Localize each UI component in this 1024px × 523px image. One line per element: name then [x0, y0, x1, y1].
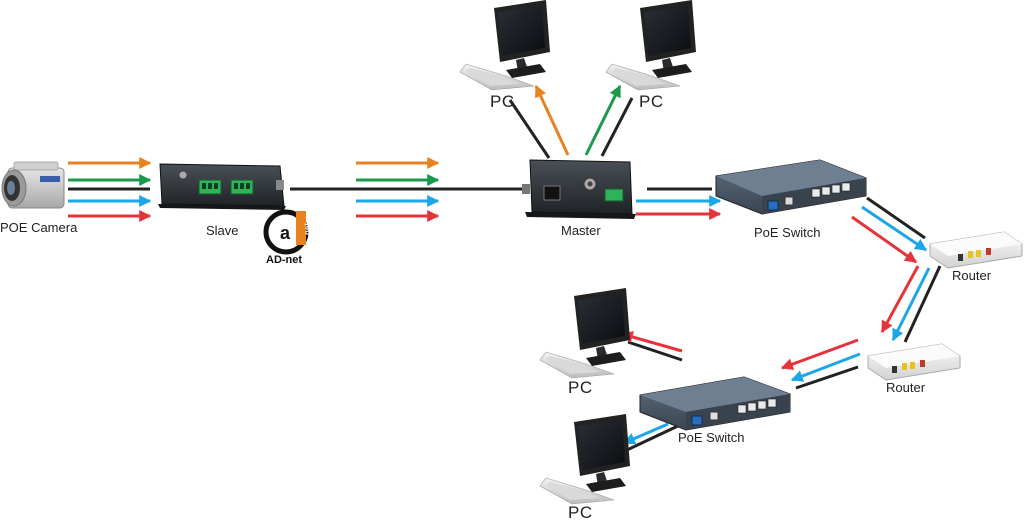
- label-pc-top-left: PC: [490, 92, 515, 111]
- arrow-router2-switch2-red: [780, 338, 859, 370]
- label-poe-switch-top: PoE Switch: [754, 225, 821, 240]
- arrow-switch-router1-red: [851, 215, 917, 264]
- arrow-master-pc1-orange: [534, 84, 570, 156]
- link-switch2-pc3: [627, 340, 683, 362]
- pc-bottom-upper-icon: [539, 287, 631, 379]
- pc-top-right-icon: [605, 0, 697, 91]
- router-bottom-icon: [867, 343, 961, 381]
- arrow-router1-router2-red: [880, 265, 920, 334]
- logo-letter: a: [280, 223, 291, 243]
- link-master-pc2: [600, 97, 634, 157]
- link-router1-router2: [903, 265, 942, 343]
- poe-switch-bottom-icon: [639, 376, 791, 431]
- ad-net-logo-icon: a net: [263, 209, 312, 255]
- link-master-pc1: [508, 99, 551, 159]
- router-top-icon: [929, 231, 1023, 269]
- arrow-switch2-pc4-blue: [622, 422, 669, 445]
- arrow-group-slave-master: [356, 157, 440, 222]
- arrow-master-pc2-green: [584, 84, 622, 156]
- poe-camera-icon: [1, 161, 65, 209]
- pc-top-left-icon: [459, 0, 551, 91]
- arrow-switch2-pc3-red: [620, 331, 683, 353]
- arrow-router2-switch2-blue: [790, 352, 861, 382]
- label-slave: Slave: [206, 223, 239, 238]
- poe-switch-top-icon: [715, 159, 867, 215]
- label-pc-top-right: PC: [639, 92, 664, 111]
- slave-device-icon: [158, 163, 286, 210]
- label-pc-bottom-lower: PC: [568, 503, 593, 522]
- arrow-group-master-switch: [636, 195, 722, 220]
- logo-sub: net: [303, 223, 312, 235]
- arrow-switch-router1-blue: [861, 205, 927, 252]
- link-switch-router1: [866, 196, 926, 240]
- label-router-top: Router: [952, 268, 992, 283]
- label-poe-camera: POE Camera: [0, 220, 78, 235]
- label-master: Master: [561, 223, 601, 238]
- arrow-group-camera-slave: [68, 157, 152, 222]
- label-pc-bottom-upper: PC: [568, 378, 593, 397]
- label-poe-switch-bottom: PoE Switch: [678, 430, 745, 445]
- pc-bottom-lower-icon: [539, 413, 631, 505]
- label-router-bottom: Router: [886, 380, 926, 395]
- arrow-router1-router2-blue: [891, 267, 931, 342]
- master-device-icon: [522, 159, 636, 219]
- link-router2-switch2: [795, 365, 859, 390]
- label-ad-net: AD-net: [266, 254, 303, 266]
